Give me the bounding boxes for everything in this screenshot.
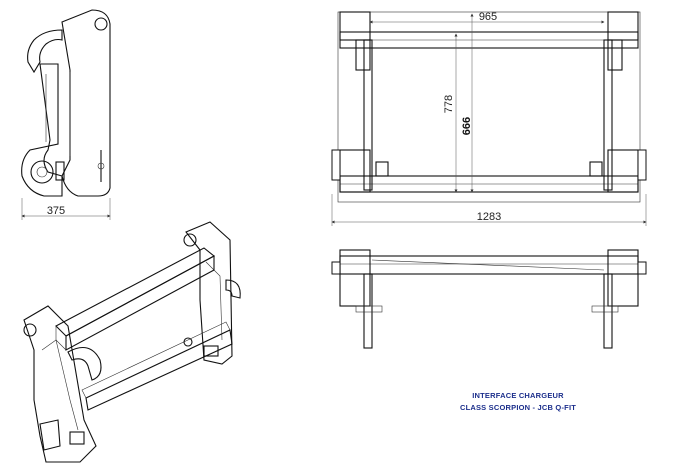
top-view: 965 778 666 1283	[331, 11, 647, 226]
side-width-dimension: 375	[47, 205, 65, 217]
top-width-dimension: 965	[479, 11, 497, 23]
side-view: 375	[21, 9, 111, 220]
overall-width-dimension: 1283	[477, 211, 501, 223]
isometric-view	[23, 221, 241, 463]
caption-line-2: CLASS SCORPION - JCB Q-FIT	[460, 403, 576, 412]
caption-line-1: INTERFACE CHARGEUR	[472, 391, 564, 400]
title-block: INTERFACE CHARGEUR CLASS SCORPION - JCB …	[460, 391, 576, 412]
outer-height-dimension: 778	[443, 95, 455, 113]
inner-height-dimension: 666	[461, 117, 473, 135]
front-view	[331, 249, 647, 349]
